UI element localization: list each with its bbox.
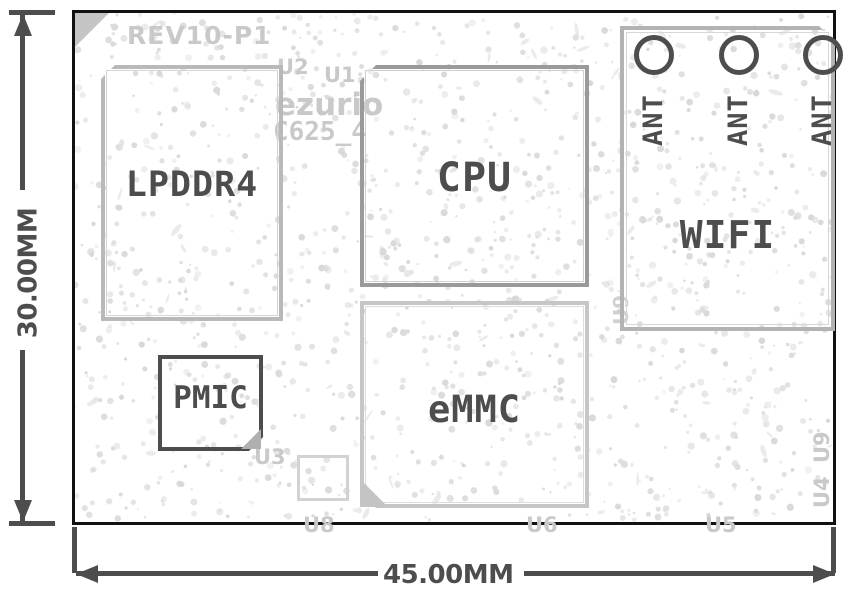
component-cpu-label: CPU [436, 155, 513, 201]
component-lpddr4 [101, 65, 283, 321]
dim-h-left-cap [72, 527, 77, 573]
component-lpddr4-label: LPDDR4 [125, 165, 259, 205]
dim-v-arrow-top [13, 14, 32, 36]
dimension-width-label: 45.00MM [383, 560, 514, 590]
component-pmic-label: PMIC [173, 380, 248, 416]
silk-revision: REV10-P1 [127, 21, 272, 50]
component-cpu-inner [365, 70, 584, 282]
antenna-label-3: ANT [807, 94, 838, 146]
dim-h-arrow-right [813, 564, 835, 583]
dim-h-right-cap [831, 527, 836, 573]
designator-u8: U8 [303, 513, 335, 537]
designator-u6: U6 [526, 513, 558, 537]
component-cpu [360, 65, 589, 287]
component-pmic [158, 355, 263, 451]
dim-v-text-backdrop [7, 190, 39, 350]
board-texture [75, 13, 833, 522]
antenna-pad-2 [719, 35, 759, 75]
antenna-pad-1 [634, 35, 674, 75]
dim-v-top-cap [9, 10, 55, 15]
designator-u5: U5 [705, 513, 737, 537]
component-emmc-inner [365, 306, 584, 503]
component-wifi-inner [626, 32, 829, 325]
component-wifi-label: WIFI [679, 213, 776, 257]
component-emmc-label: eMMC [427, 388, 522, 431]
silk-part-number: C625_4 [273, 117, 367, 147]
designator-u3: U3 [254, 445, 286, 469]
antenna-label-1: ANT [638, 94, 669, 146]
pmic-corner-marker [241, 429, 261, 449]
designator-u9: U9 [810, 431, 834, 463]
dimension-height-label: 30.00MM [13, 207, 44, 339]
dim-v-bottom-cap [9, 521, 55, 526]
component-u8-pad [297, 455, 349, 501]
dim-h-arrow-left [76, 564, 98, 583]
designator-u1: U1 [324, 63, 356, 87]
pcb-board-outline: REV10-P1 ezurio C625_4 U2 U1 U3 U8 U6 U5… [72, 10, 843, 537]
pin1-corner-marker [75, 13, 109, 47]
designator-u4: U4 [810, 476, 834, 508]
component-lpddr4-inner [106, 70, 278, 316]
antenna-label-2: ANT [723, 94, 754, 146]
dim-h-text-backdrop [378, 556, 524, 590]
component-wifi [620, 26, 835, 331]
component-emmc [360, 301, 589, 508]
emmc-corner-marker [360, 479, 388, 507]
antenna-pad-3 [803, 35, 843, 75]
dim-v-arrow-bottom [13, 500, 32, 522]
